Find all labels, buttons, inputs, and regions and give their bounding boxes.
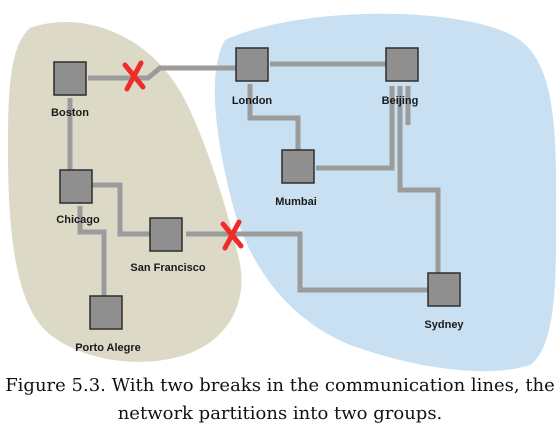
link-london-mumbai <box>247 84 301 152</box>
node-label-porto-alegre: Porto Alegre <box>75 342 141 354</box>
node-porto-alegre: Porto Alegre <box>75 295 141 354</box>
nodes: Boston Chicago San Francisco Porto Alegr… <box>51 47 464 354</box>
node-london: London <box>232 47 273 107</box>
caption-line-2: network partitions into two groups. <box>117 403 443 424</box>
break-mark-sf-sydney <box>220 219 244 251</box>
node-label-san-francisco: San Francisco <box>130 262 205 274</box>
node-mumbai: Mumbai <box>275 149 317 208</box>
node-label-chicago: Chicago <box>56 214 100 226</box>
node-label-london: London <box>232 95 273 107</box>
node-sydney: Sydney <box>424 272 464 331</box>
link-chicago-sf <box>92 182 150 237</box>
link-mumbai-beijing <box>316 86 395 171</box>
node-san-francisco: San Francisco <box>130 217 206 274</box>
links <box>67 61 441 298</box>
break-marks <box>122 60 244 251</box>
figure-caption: Figure 5.3. With two breaks in the commu… <box>0 372 560 428</box>
link-chicago-portoalegre <box>77 206 107 298</box>
link-beijing-sydney <box>397 86 441 275</box>
node-beijing: Beijing <box>382 47 419 107</box>
node-label-beijing: Beijing <box>382 95 419 107</box>
link-boston-london <box>88 65 238 81</box>
node-chicago: Chicago <box>56 169 100 226</box>
link-sf-sydney <box>186 231 428 293</box>
break-mark-boston-london <box>122 60 146 92</box>
node-label-mumbai: Mumbai <box>275 196 317 208</box>
caption-line-1: Figure 5.3. With two breaks in the commu… <box>5 375 555 396</box>
node-label-sydney: Sydney <box>424 319 464 331</box>
node-label-boston: Boston <box>51 107 89 119</box>
node-boston: Boston <box>51 61 89 119</box>
left-group-region <box>8 21 242 362</box>
